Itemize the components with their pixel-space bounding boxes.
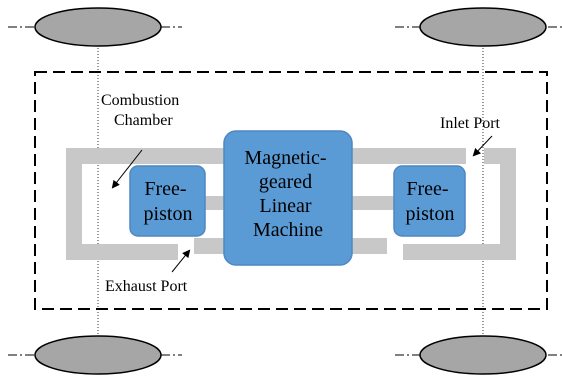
wheel-bottom-right xyxy=(419,335,547,375)
machine-label: Magnetic- geared Linear Machine xyxy=(244,147,331,241)
exhaust-duct xyxy=(194,238,225,254)
left-free-piston-box xyxy=(129,165,206,237)
right-cylinder-end-wall xyxy=(500,148,516,260)
right-free-piston: Free- piston xyxy=(393,165,466,237)
left-rod xyxy=(204,196,226,210)
exhaust-port-label: Exhaust Port xyxy=(105,278,188,295)
wheel-top-right xyxy=(419,7,547,47)
machine-box xyxy=(223,130,353,266)
inlet-port-arrow xyxy=(472,135,493,157)
exhaust-port-arrow xyxy=(171,249,191,273)
left-piston-line-2: piston xyxy=(144,203,193,225)
right-free-piston-box xyxy=(393,165,466,237)
left-cylinder-top-wall xyxy=(66,148,225,164)
machine-line-3: Linear xyxy=(259,195,312,217)
left-cylinder-bottom-wall xyxy=(66,244,178,260)
right-lower-duct xyxy=(352,238,387,254)
left-free-piston: Free- piston xyxy=(129,165,206,237)
magnetic-geared-linear-machine: Magnetic- geared Linear Machine xyxy=(223,130,353,266)
vehicle-frame-dashed xyxy=(34,71,548,310)
left-free-piston-label: Free- piston xyxy=(144,178,193,225)
right-cylinder-bottom-wall xyxy=(403,244,516,260)
machine-line-4: Machine xyxy=(253,219,323,241)
wheel-top-left xyxy=(34,7,162,47)
combustion-chamber-label: Combustion Chamber xyxy=(101,92,183,129)
right-cylinder-top-wall xyxy=(352,148,466,164)
right-free-piston-label: Free- piston xyxy=(406,178,455,225)
cylinder-structure xyxy=(66,148,516,260)
combustion-chamber-line-2: Chamber xyxy=(114,112,173,129)
right-rod xyxy=(352,196,394,210)
left-cylinder-end-wall xyxy=(66,148,82,260)
machine-line-1: Magnetic- xyxy=(244,147,326,169)
combustion-chamber-arrow xyxy=(111,149,143,189)
inlet-port-label: Inlet Port xyxy=(440,115,501,132)
right-piston-line-2: piston xyxy=(406,203,455,225)
machine-line-2: geared xyxy=(259,171,312,193)
right-piston-line-1: Free- xyxy=(406,178,448,200)
combustion-chamber-line-1: Combustion xyxy=(101,92,179,109)
wheel-bottom-left xyxy=(34,335,162,375)
left-piston-line-1: Free- xyxy=(144,178,186,200)
